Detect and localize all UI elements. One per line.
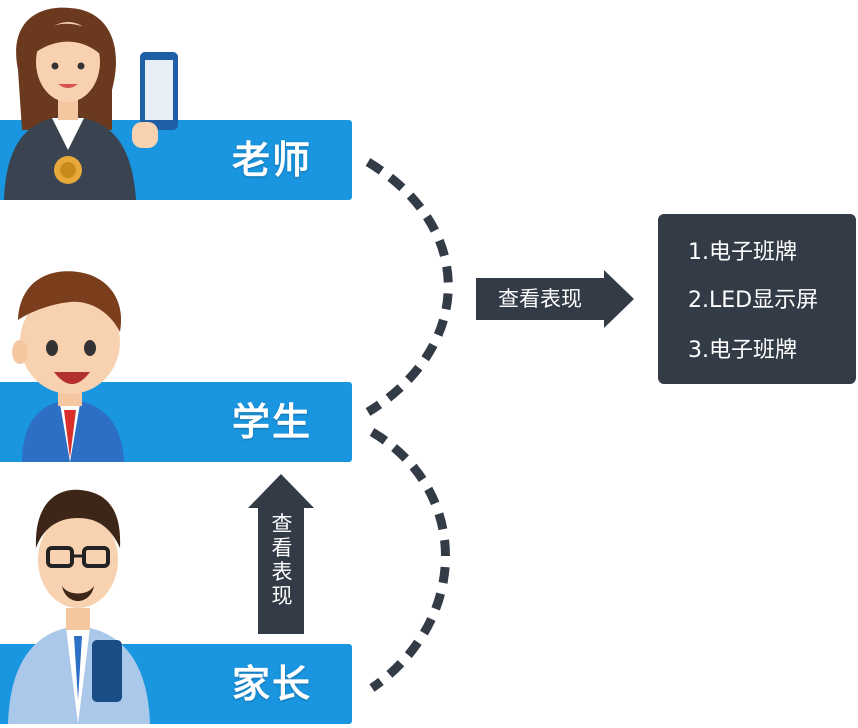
parent-avatar-icon [8, 489, 150, 724]
display-list-box: 1.电子班牌 2.LED显示屏 3.电子班牌 [658, 214, 856, 384]
parent-view-arrow-icon [248, 474, 314, 634]
teacher-avatar-icon [4, 7, 178, 200]
student-avatar-icon [12, 271, 124, 462]
view-performance-label: 查看表现 [498, 287, 582, 311]
parent-view-char-2: 看 [271, 536, 293, 560]
display-item-2: 2.LED显示屏 [688, 288, 819, 313]
display-item-1: 1.电子班牌 [688, 240, 797, 265]
role-label-teacher: 老师 [232, 138, 313, 182]
parent-view-label: 查 看 表 现 [260, 512, 304, 608]
parent-view-char-4: 现 [271, 584, 293, 608]
parent-view-char-3: 表 [271, 560, 293, 584]
view-performance-arrow-icon [476, 270, 634, 328]
parent-view-char-1: 查 [271, 512, 293, 536]
role-label-student: 学生 [232, 400, 313, 444]
display-item-3: 3.电子班牌 [688, 338, 797, 363]
role-label-parent: 家长 [232, 662, 313, 706]
